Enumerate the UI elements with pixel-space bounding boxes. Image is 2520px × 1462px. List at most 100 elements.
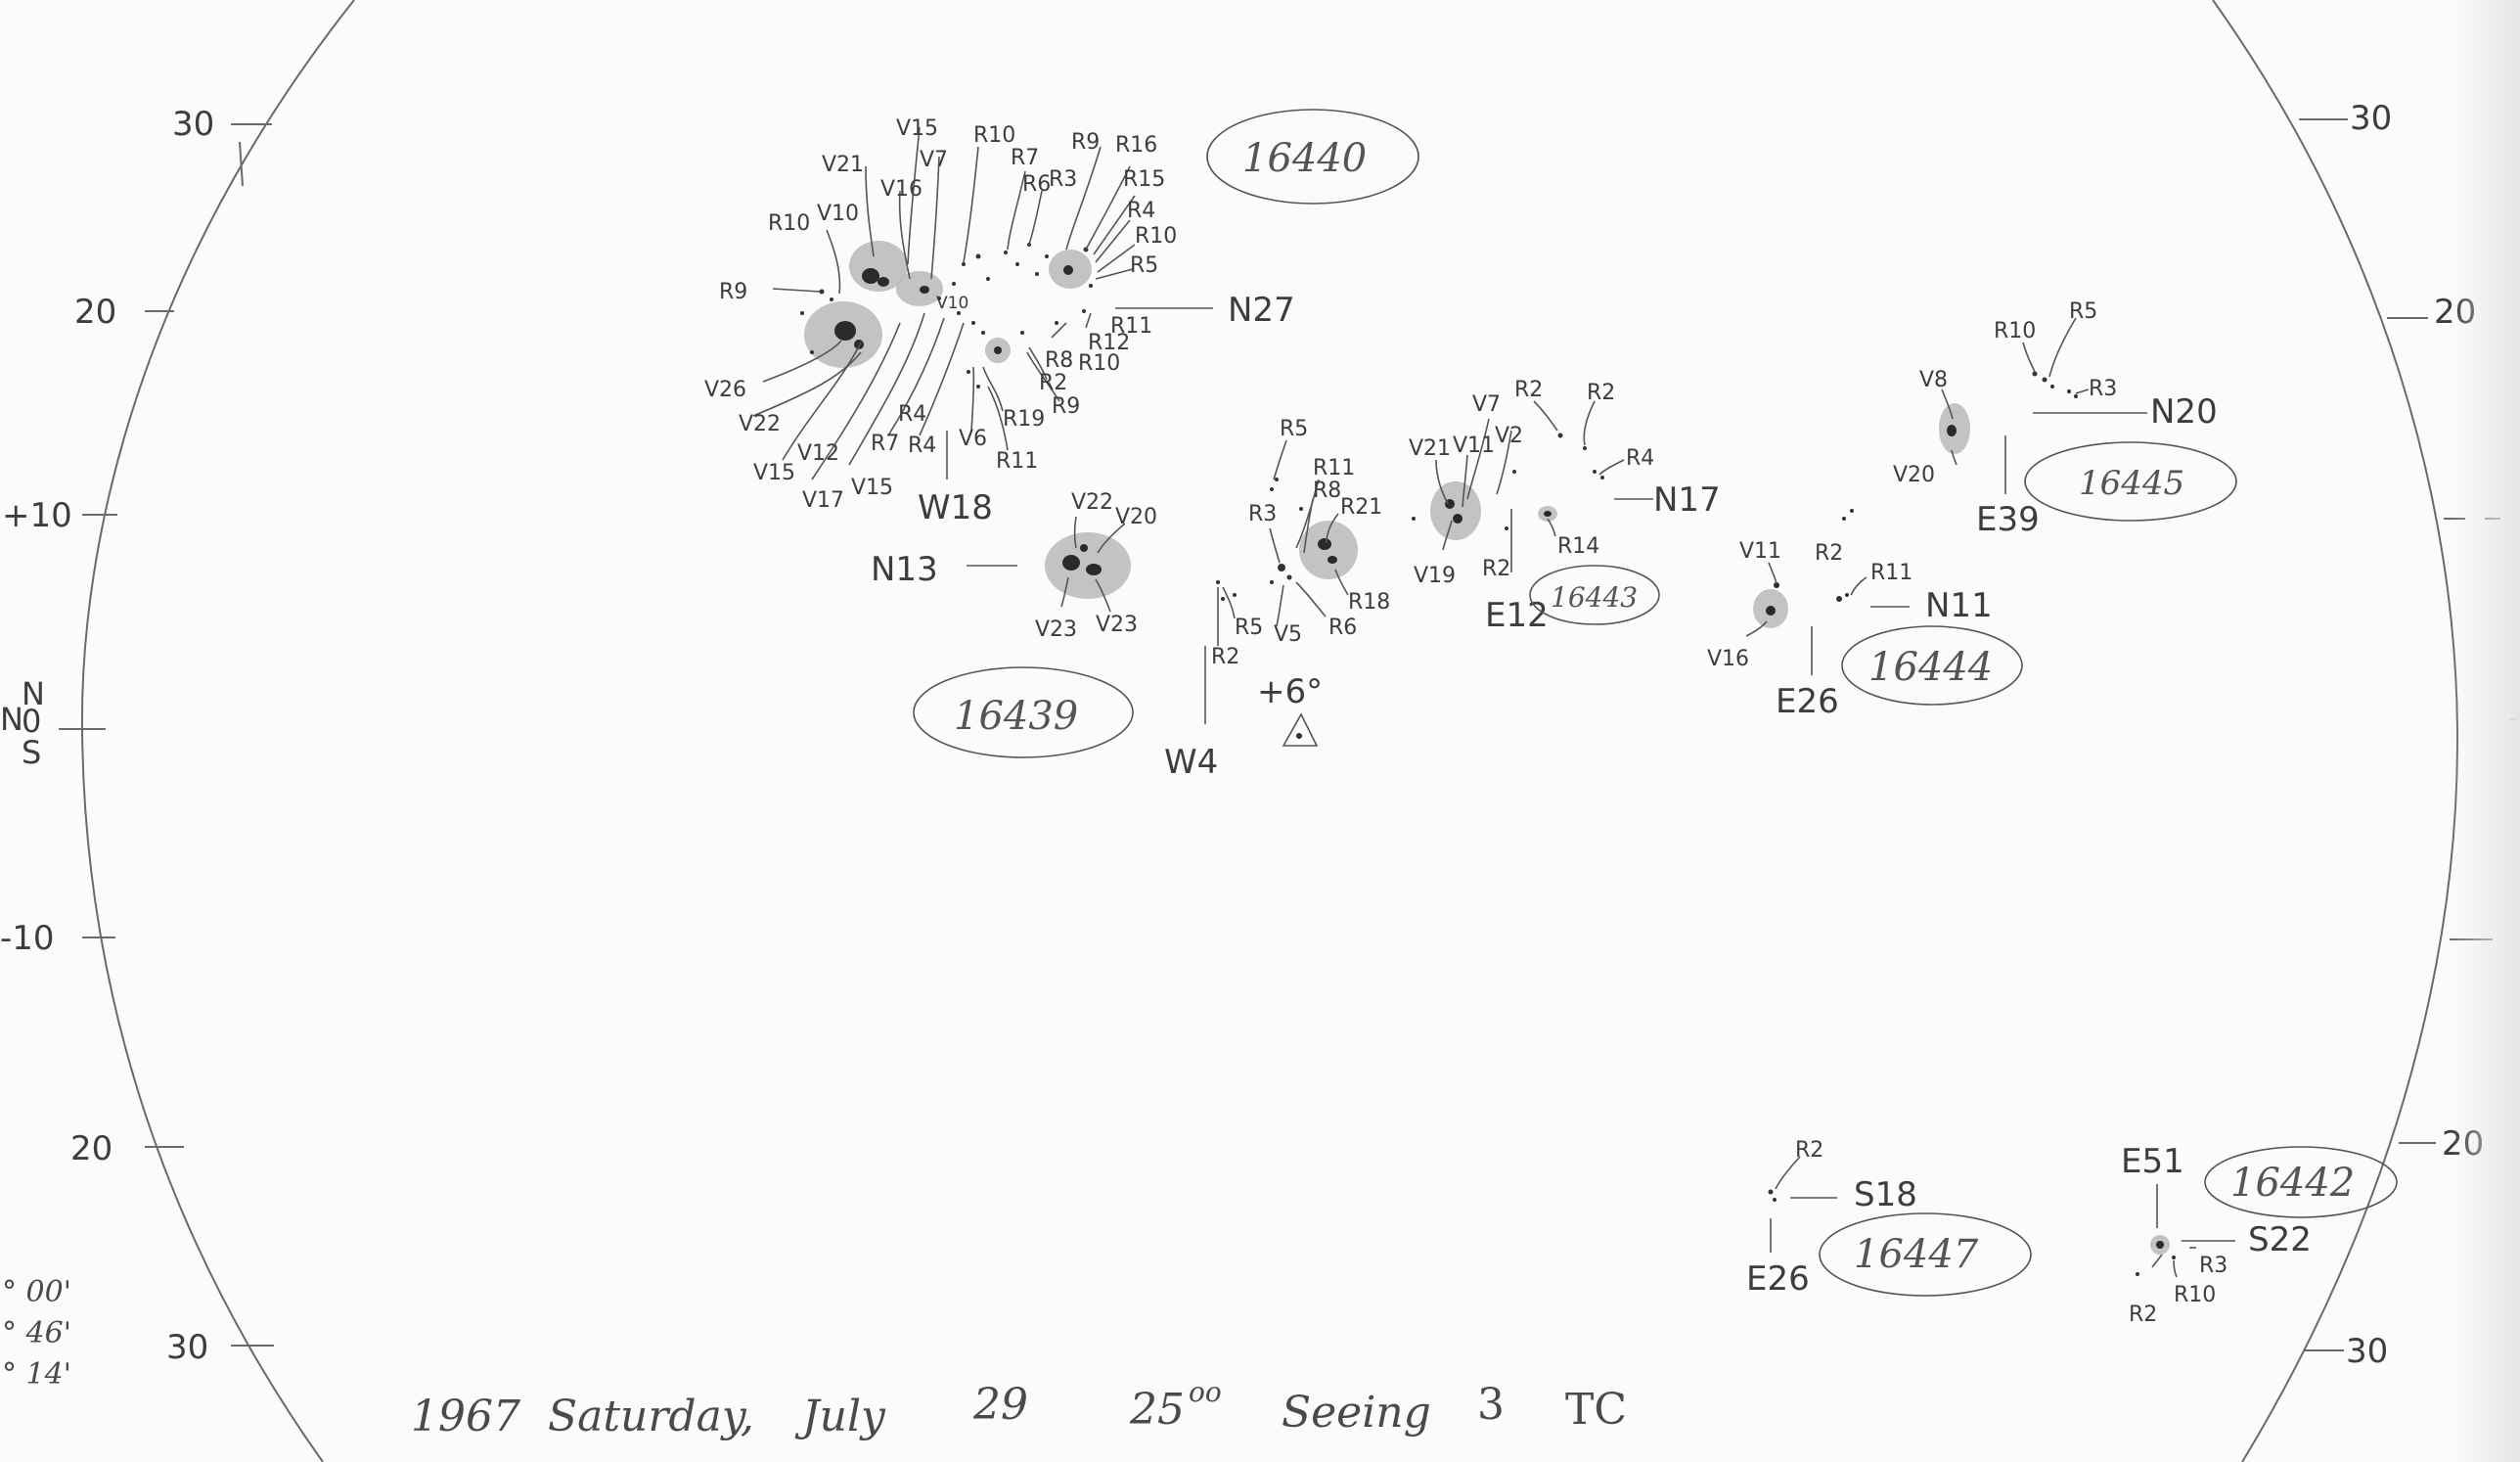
spot-label: V23 bbox=[1096, 613, 1138, 637]
spot-label: R2 bbox=[1211, 645, 1239, 669]
leader-lines bbox=[1435, 400, 1653, 572]
footer-seeing-value: 3 bbox=[1477, 1380, 1505, 1430]
spot-label: R19 bbox=[1003, 407, 1045, 432]
leader-lines bbox=[2151, 1184, 2235, 1278]
region-number: 16440 bbox=[1242, 136, 1367, 181]
spot-label: R11 bbox=[1313, 456, 1355, 480]
sunspot bbox=[896, 271, 943, 306]
sunspot-umbra bbox=[920, 286, 929, 294]
equator-0: 0 bbox=[22, 703, 41, 740]
sunspot-umbra bbox=[1086, 564, 1102, 575]
spot-label: V15 bbox=[896, 116, 938, 141]
spot-label: V17 bbox=[802, 488, 844, 513]
spot-label: R5 bbox=[1280, 417, 1308, 441]
spot-label: R10 bbox=[1135, 224, 1177, 249]
spot-label: R3 bbox=[2199, 1254, 2228, 1278]
spot-label: R4 bbox=[1626, 446, 1654, 471]
footer-seeing-label: Seeing bbox=[1282, 1388, 1431, 1438]
spot-group-16440: V15 R10 V21 V7 R7 R9 R16 V10 V16 R6 R3 R… bbox=[704, 109, 1419, 527]
position-longitude: E26 bbox=[1776, 682, 1839, 721]
spot-label: R14 bbox=[1557, 534, 1599, 559]
sunspot-umbra bbox=[1328, 556, 1337, 564]
spot-label: R11 bbox=[1110, 314, 1152, 339]
lat-label: 30 bbox=[2350, 99, 2392, 138]
spot-label: V11 bbox=[1453, 434, 1495, 458]
spot-label: V5 bbox=[1274, 622, 1302, 647]
spot-label: V7 bbox=[920, 148, 948, 172]
spot-label: R2 bbox=[2129, 1302, 2157, 1327]
leader-lines bbox=[1770, 1156, 1837, 1253]
sunspot-umbra bbox=[1453, 514, 1462, 524]
spot-group-16442: R3 R2 R10 S22 E51 16442 bbox=[2121, 1142, 2398, 1327]
spot-group-16445: R10 R5 V8 R3 V20 N20 E39 16445 bbox=[1893, 299, 2237, 539]
spot-label: R5 bbox=[2069, 299, 2097, 324]
region-circle bbox=[2024, 441, 2237, 522]
lat-label: 30 bbox=[172, 105, 214, 144]
sunspot-umbra bbox=[1063, 265, 1073, 275]
spot-label: R4 bbox=[898, 402, 926, 427]
region-circle bbox=[1529, 565, 1660, 625]
spot-label: R10 bbox=[768, 211, 810, 236]
position-latitude: N13 bbox=[871, 550, 938, 589]
spot-label: R10 bbox=[1994, 319, 2036, 343]
spot-label: R7 bbox=[871, 432, 899, 456]
spot-label: R2 bbox=[1587, 381, 1615, 405]
position-latitude: S22 bbox=[2248, 1220, 2312, 1259]
spot-label: R9 bbox=[719, 280, 747, 304]
spot-label: R3 bbox=[1049, 167, 1077, 192]
sunspot-umbra bbox=[1947, 425, 1957, 436]
lat-label: 20 bbox=[70, 1129, 112, 1168]
footer-date: 29 bbox=[972, 1380, 1028, 1430]
footer-observer: TC bbox=[1565, 1385, 1627, 1435]
equator-n: N bbox=[22, 675, 45, 712]
lat-label: 20 bbox=[74, 293, 116, 332]
lat-label: -10 bbox=[0, 919, 55, 958]
sunspot-umbra bbox=[1080, 544, 1088, 552]
footer-day: Saturday, bbox=[548, 1392, 754, 1441]
spot-label: R8 bbox=[1313, 479, 1341, 503]
spot-label: R7 bbox=[1011, 146, 1039, 170]
spot-group-16447: R2 S18 E26 16447 bbox=[1746, 1138, 2032, 1299]
corner-note: ° 00' bbox=[2, 1275, 71, 1309]
sunspot-umbra bbox=[1766, 606, 1776, 616]
position-longitude: E51 bbox=[2121, 1142, 2184, 1181]
lat-label: 30 bbox=[166, 1328, 208, 1367]
spot-label: R21 bbox=[1340, 495, 1382, 520]
sunspot-umbra bbox=[1318, 538, 1331, 550]
spot-label: R3 bbox=[2089, 377, 2117, 401]
spot-label: V12 bbox=[797, 441, 839, 466]
corner-notes: ° 00' ° 46' ° 14' bbox=[2, 1275, 71, 1392]
spot-label: V10 bbox=[936, 294, 968, 313]
sunspot-umbra bbox=[862, 268, 879, 284]
spot-label: V8 bbox=[1919, 368, 1948, 392]
spot-label: V22 bbox=[739, 412, 781, 436]
spot-label: V15 bbox=[851, 476, 893, 500]
corner-note: ° 14' bbox=[2, 1357, 71, 1392]
region-circle bbox=[1841, 625, 2023, 706]
spot-label: R6 bbox=[1328, 616, 1357, 640]
spot-label: V19 bbox=[1414, 564, 1456, 588]
sunspot bbox=[1430, 481, 1481, 540]
region-number: 16443 bbox=[1551, 581, 1638, 614]
spot-label: R11 bbox=[996, 449, 1038, 474]
region-circle bbox=[1206, 109, 1419, 205]
lat-label: 30 bbox=[2346, 1332, 2388, 1371]
spot-label: R2 bbox=[1815, 541, 1843, 566]
lat-label: +10 bbox=[2, 496, 72, 535]
spot-label: R15 bbox=[1123, 167, 1165, 192]
spot-label: R2 bbox=[1795, 1138, 1823, 1163]
equator-s: S bbox=[22, 734, 41, 771]
spot-label: R3 bbox=[1248, 502, 1277, 526]
sunspot-umbra bbox=[2156, 1241, 2164, 1249]
leader-lines bbox=[1941, 317, 2147, 494]
spot-label: R4 bbox=[908, 434, 936, 458]
spot-label: R18 bbox=[1348, 590, 1390, 615]
position-longitude: W18 bbox=[918, 488, 993, 527]
spot-label: V20 bbox=[1115, 505, 1157, 529]
spot-label: V21 bbox=[822, 153, 864, 177]
spot-label: R6 bbox=[1022, 172, 1051, 197]
region-number: 16447 bbox=[1854, 1232, 1979, 1277]
sunspot-umbra bbox=[1774, 582, 1779, 588]
spot-label: R2 bbox=[1039, 371, 1067, 395]
